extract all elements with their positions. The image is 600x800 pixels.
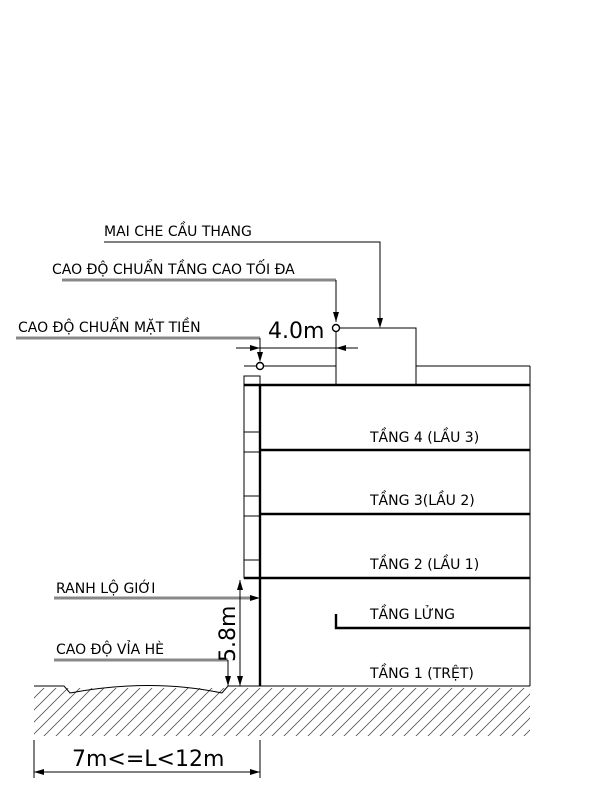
ground-hatch	[34, 688, 530, 736]
floor-label-mezzanine: TẦNG LỬNG	[369, 604, 455, 623]
floor-label-4: TẦNG 4 (LẦU 3)	[369, 427, 479, 446]
height-arrow-top	[237, 580, 243, 590]
ground-surface-line	[34, 685, 530, 694]
stair-cover-arrow	[377, 318, 383, 328]
stair-cover-label: MAI CHE CẦU THANG	[104, 221, 252, 240]
stair-cover-leader	[104, 241, 381, 322]
facade-datum-label: CAO ĐỘ CHUẨN MẶT TIỀN	[18, 317, 201, 336]
max-height-point	[331, 323, 341, 333]
sidewalk-label: CAO ĐỘ VỈA HÈ	[56, 640, 164, 658]
street-arrow-right	[250, 769, 260, 775]
boundary-arrow	[250, 595, 260, 601]
boundary-label: RANH LỘ GIỚI	[56, 579, 155, 597]
setback-arrow-right	[336, 345, 346, 351]
facade-datum-arrow	[257, 352, 263, 362]
setback-label: 4.0m	[268, 319, 324, 344]
floor-label-1: TẦNG 1 (TRỆT)	[369, 663, 474, 682]
max-height-label: CAO ĐỘ CHUẨN TẦNG CAO TỐI ĐA	[52, 259, 295, 278]
setback-arrow-left	[250, 345, 260, 351]
floor-label-2: TẦNG 2 (LẦU 1)	[369, 554, 479, 573]
street-width-label: 7m<=L<12m	[72, 747, 224, 772]
street-arrow-left	[34, 769, 44, 775]
stair-cover-box	[335, 327, 417, 385]
ground-floor-height-label: 5.8m	[216, 606, 241, 662]
max-height-arrow	[333, 312, 339, 322]
labels: MAI CHE CẦU THANG CAO ĐỘ CHUẨN TẦNG CAO …	[18, 221, 479, 772]
mezzanine-slab	[334, 614, 530, 630]
height-arrow-bottom	[237, 676, 243, 686]
floor-label-3: TẦNG 3(LẦU 2)	[369, 490, 475, 509]
building	[243, 327, 531, 686]
ground	[34, 685, 530, 736]
leaders	[16, 241, 383, 778]
sidewalk-arrow	[225, 676, 231, 686]
facade-datum-point	[255, 361, 265, 371]
front-projection	[243, 375, 261, 579]
